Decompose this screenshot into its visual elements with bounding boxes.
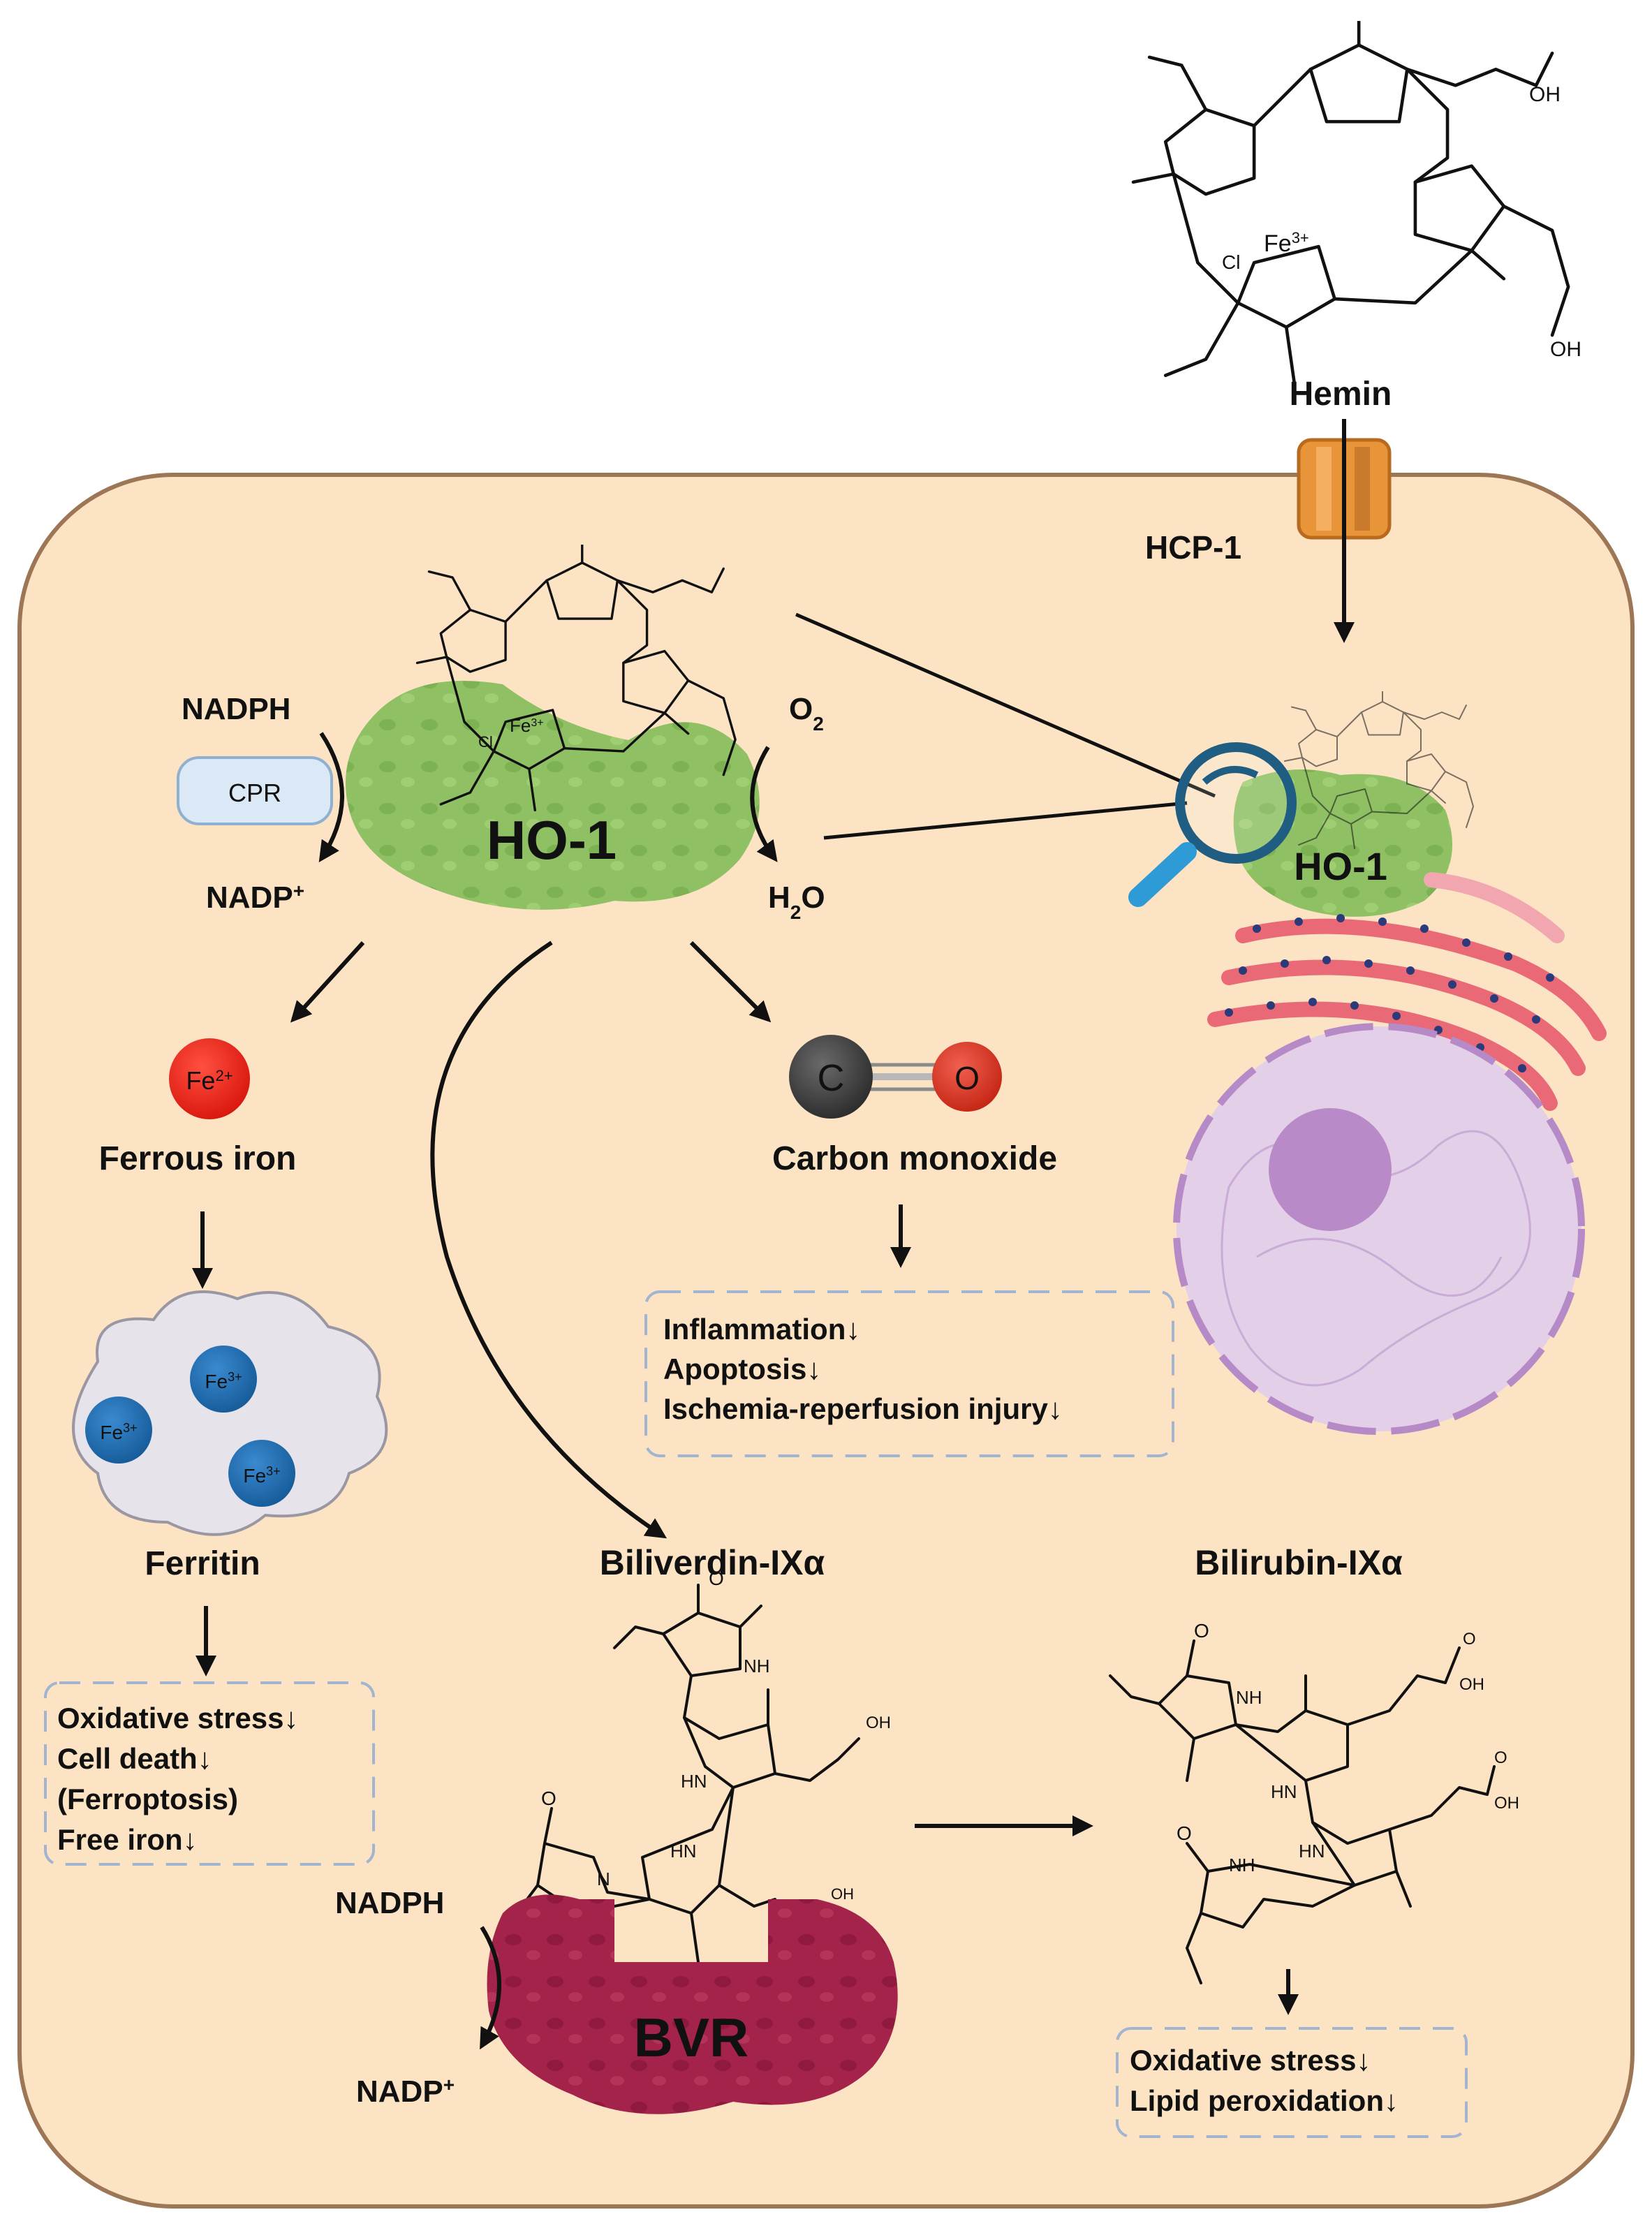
zoom-line-lower bbox=[823, 801, 1188, 840]
cell-body bbox=[17, 473, 1635, 2209]
svg-text:HN: HN bbox=[1271, 1781, 1297, 1802]
svg-text:Fe3+: Fe3+ bbox=[510, 715, 544, 736]
svg-text:C: C bbox=[818, 1057, 845, 1099]
bvr-label: BVR bbox=[634, 2007, 749, 2068]
ho1-label: HO-1 bbox=[487, 809, 617, 871]
cpr-label: CPR bbox=[228, 779, 281, 807]
bvr-nadph-label: NADPH bbox=[335, 1886, 444, 1920]
svg-text:NH: NH bbox=[1229, 1855, 1255, 1875]
iron-atom: Fe3+ bbox=[1264, 229, 1309, 258]
bvr-nadph-arrow bbox=[480, 1926, 501, 2050]
svg-text:Fe3+: Fe3+ bbox=[205, 1370, 242, 1392]
biliverdin-label: Biliverdin-IXα bbox=[600, 1543, 825, 1582]
hemin-structure: Cl Fe3+ OH OH bbox=[1133, 21, 1581, 383]
svg-text:Fe3+: Fe3+ bbox=[243, 1464, 280, 1487]
svg-text:OH: OH bbox=[1459, 1675, 1484, 1694]
bilirubin-effects-box bbox=[1116, 2027, 1468, 2138]
svg-text:Cl: Cl bbox=[478, 733, 493, 751]
svg-text:O: O bbox=[541, 1788, 556, 1809]
nadp-plus-label: NADP+ bbox=[206, 880, 304, 915]
co-effects-text: Inflammation↓ Apoptosis↓ Ischemia-reperf… bbox=[663, 1313, 1063, 1425]
svg-text:N: N bbox=[597, 1868, 610, 1889]
bilirubin-effects-text: Oxidative stress↓ Lipid peroxidation↓ bbox=[1130, 2044, 1399, 2117]
svg-text:Fe3+: Fe3+ bbox=[100, 1421, 137, 1443]
hemin-label: Hemin bbox=[1290, 376, 1392, 413]
h2o-label: H2O bbox=[768, 880, 825, 923]
svg-text:OH: OH bbox=[831, 1885, 854, 1903]
zoom-line-upper bbox=[795, 612, 1216, 798]
carbon-monoxide-label: Carbon monoxide bbox=[772, 1140, 1057, 1177]
nadph-label: NADPH bbox=[182, 692, 290, 726]
arrow-to-co bbox=[689, 941, 772, 1023]
acid-group-upper: OH bbox=[1529, 83, 1561, 106]
ho1-enzyme bbox=[346, 681, 760, 910]
ribosome-dots bbox=[1225, 914, 1554, 1073]
heme-in-ho1: Cl Fe3+ bbox=[415, 545, 737, 812]
bilirubin-structure bbox=[1109, 1639, 1496, 1984]
svg-text:HN: HN bbox=[670, 1841, 697, 1862]
fe2-ion bbox=[169, 1038, 250, 1119]
arrow-to-iron bbox=[290, 941, 365, 1023]
bvr-enzyme bbox=[487, 1894, 898, 2114]
svg-text:O: O bbox=[1463, 1630, 1476, 1649]
cpr-box bbox=[177, 756, 333, 825]
bilirubin-label: Bilirubin-IXα bbox=[1195, 1543, 1403, 1582]
co-effects-box bbox=[644, 1290, 1174, 1457]
ferritin-effects-box bbox=[44, 1681, 375, 1866]
hcp1-label: HCP-1 bbox=[1145, 529, 1241, 566]
ferritin-effects-text: Oxidative stress↓ Cell death↓ (Ferroptos… bbox=[57, 1702, 307, 1856]
svg-text:O: O bbox=[1177, 1822, 1192, 1844]
nucleus bbox=[1173, 1023, 1585, 1435]
nadph-arrow bbox=[318, 732, 344, 862]
arrow-to-biliverdin bbox=[430, 941, 668, 1539]
o2-arrow bbox=[750, 746, 778, 862]
bvr-nadp-plus-label: NADP+ bbox=[356, 2074, 455, 2109]
chloride-atom: Cl bbox=[1222, 251, 1240, 273]
ho1-zoom-label: HO-1 bbox=[1294, 844, 1387, 888]
co-molecule: C O bbox=[789, 1035, 1002, 1119]
svg-text:NH: NH bbox=[1236, 1687, 1262, 1708]
nucleolus bbox=[1269, 1108, 1392, 1231]
svg-text:OH: OH bbox=[1494, 1794, 1519, 1813]
magnifier-icon bbox=[1175, 742, 1297, 864]
fe2-symbol: Fe2+ bbox=[186, 1066, 233, 1095]
acid-group-lower: OH bbox=[1550, 338, 1581, 361]
svg-text:O: O bbox=[1194, 1620, 1209, 1642]
ferritin-cloud bbox=[72, 1290, 388, 1536]
svg-text:OH: OH bbox=[866, 1713, 891, 1732]
svg-text:O: O bbox=[709, 1568, 724, 1589]
ferritin-fe3-ions: Fe3+ Fe3+ Fe3+ bbox=[85, 1346, 295, 1507]
svg-text:HN: HN bbox=[1299, 1841, 1325, 1862]
magnifier-handle bbox=[1128, 842, 1197, 907]
svg-text:O: O bbox=[1494, 1748, 1507, 1767]
ferrous-iron-label: Ferrous iron bbox=[99, 1140, 297, 1177]
svg-text:O: O bbox=[954, 1060, 980, 1096]
svg-text:NH: NH bbox=[744, 1656, 770, 1676]
o2-label: O2 bbox=[789, 692, 824, 735]
svg-text:HN: HN bbox=[681, 1771, 707, 1792]
ferritin-label: Ferritin bbox=[145, 1545, 260, 1582]
